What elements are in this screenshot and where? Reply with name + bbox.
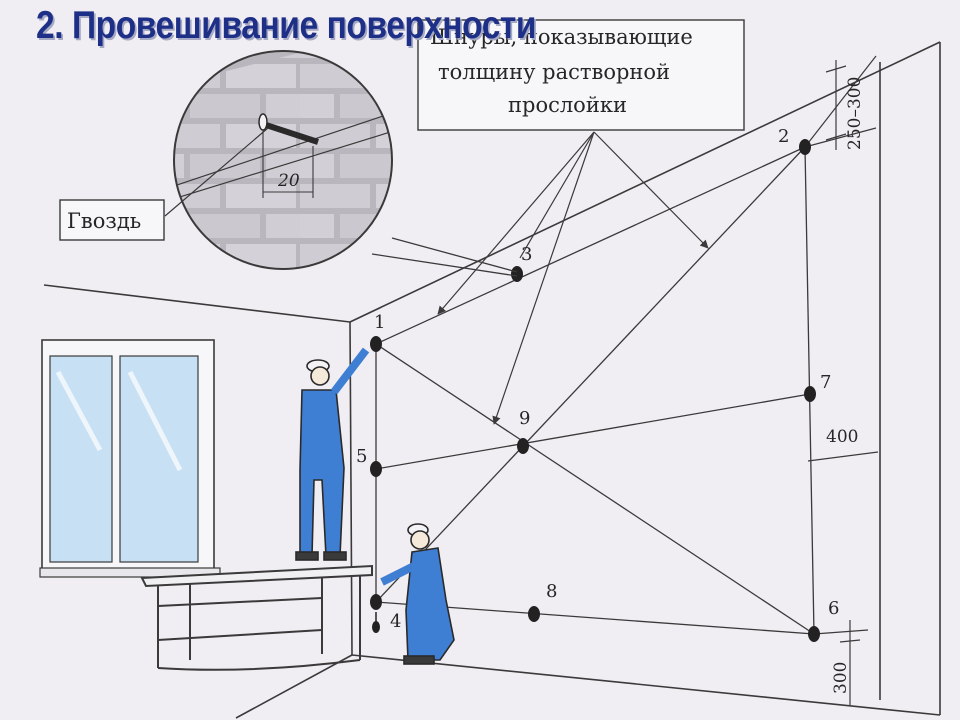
dimension-label-top: 250–300 xyxy=(845,77,865,150)
nail-detail-inset: 20 xyxy=(173,50,518,277)
inset-dimension: 20 xyxy=(277,171,300,191)
point-label-3: 3 xyxy=(521,244,532,265)
nail-point-7 xyxy=(804,386,816,402)
callout-line-1: Шнуры, показывающие xyxy=(430,25,693,49)
point-labels: 1 2 3 4 5 6 7 8 9 xyxy=(356,126,839,632)
scaffold-table xyxy=(140,564,373,671)
dimension-label-bottom: 300 xyxy=(831,662,851,694)
room-outline xyxy=(43,41,941,719)
callout-box: Шнуры, показывающие толщину растворной п… xyxy=(417,19,745,131)
nail-point-8 xyxy=(528,606,540,622)
nail-point-1 xyxy=(370,336,382,352)
cords xyxy=(375,146,815,635)
nail-label-box: Гвоздь xyxy=(59,127,269,241)
callout-line-2: толщину растворной xyxy=(438,60,670,84)
nail-point-9 xyxy=(517,438,529,454)
nail-point-6 xyxy=(808,626,820,642)
window xyxy=(39,339,221,578)
nail-points xyxy=(370,139,820,642)
nail-point-3 xyxy=(511,266,523,282)
point-label-7: 7 xyxy=(820,372,831,393)
point-label-6: 6 xyxy=(828,598,839,619)
plumb-bob xyxy=(372,621,380,633)
dimension-lines xyxy=(804,55,879,705)
slide-title: 2. Провешивание поверхности xyxy=(36,4,537,47)
nail-point-4 xyxy=(370,594,382,610)
point-label-4: 4 xyxy=(390,611,401,632)
kneeling-worker xyxy=(380,523,455,665)
point-label-1: 1 xyxy=(374,312,385,333)
nail-point-5 xyxy=(370,461,382,477)
standing-worker xyxy=(295,347,370,561)
dimension-label-middle: 400 xyxy=(826,427,858,447)
point-label-5: 5 xyxy=(356,446,367,467)
point-label-2: 2 xyxy=(778,126,789,147)
callout-line-3: прослойки xyxy=(508,93,627,117)
callout-leaders xyxy=(437,131,709,425)
nail-point-2 xyxy=(799,139,811,155)
point-label-9: 9 xyxy=(519,408,530,429)
point-label-8: 8 xyxy=(546,581,557,602)
nail-label: Гвоздь xyxy=(67,209,141,233)
